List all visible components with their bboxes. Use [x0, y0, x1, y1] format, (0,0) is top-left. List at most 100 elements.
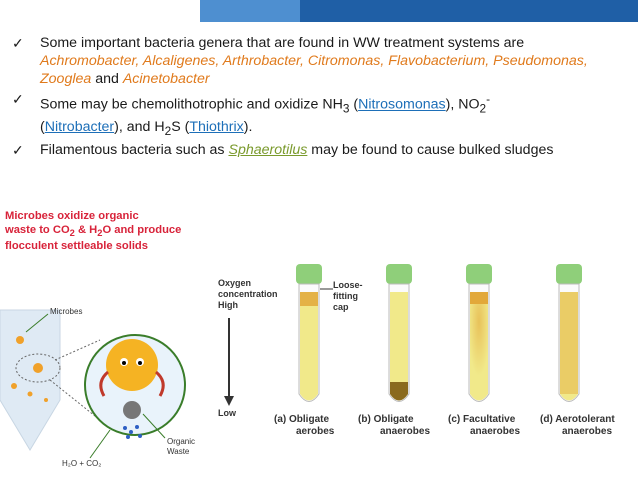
oxygen-text: Oxygen: [218, 278, 252, 288]
tube-cap: [466, 264, 492, 284]
arrow-head: [224, 396, 234, 406]
subscript: 2: [69, 227, 75, 238]
high-text: High: [218, 300, 238, 310]
subscript: 3: [342, 101, 350, 116]
bullet-3-text-a: Filamentous bacteria such as: [40, 142, 229, 159]
header-bar: [0, 0, 638, 22]
growth-band: [470, 292, 488, 304]
tube-label-line1: Aerotolerant: [555, 414, 615, 425]
cap-label: Loose- fitting cap: [333, 280, 363, 313]
caption-line-2a: waste to CO: [5, 223, 70, 236]
nitrobacter-link[interactable]: Nitrobacter: [44, 118, 115, 135]
tube-label-line2: anaerobes: [380, 426, 431, 437]
concentration-text: concentration: [218, 289, 278, 299]
low-label: Low: [218, 408, 236, 418]
caption-line-2b: & H: [74, 223, 98, 236]
checkmark-icon: ✓: [12, 142, 24, 159]
microbe-dot: [44, 398, 48, 402]
tube-c: [466, 264, 492, 402]
bullet-1: ✓ Some important bacteria genera that ar…: [8, 34, 628, 88]
test-tubes: [296, 264, 582, 402]
tube-label-line1: Obligate: [373, 414, 414, 425]
microbe-arm: [154, 370, 165, 397]
bullet-2-text-a: Some may be chemolithotrophic and oxidiz…: [40, 96, 343, 113]
bullet-2-text-b: (: [349, 96, 359, 113]
tube-a-label: (a) Obligate aerobes: [274, 414, 334, 438]
bullet-2-text-d: (: [40, 118, 45, 135]
tube-letter: (c): [448, 414, 461, 425]
products-pointer: [89, 429, 111, 459]
microbe-diagram: Microbes Organic Waste H₂O + CO₂: [0, 307, 195, 468]
tube-label-line1: Facultative: [463, 414, 516, 425]
tube-label-line2: aerobes: [296, 426, 335, 437]
bullet-2-text-f: S (: [171, 118, 190, 135]
bullet-2-text-c: ), NO: [445, 96, 480, 113]
tube-c-label: (c) Facultative anaerobes: [448, 414, 520, 438]
microbe-dot: [11, 383, 17, 389]
tube-cap: [386, 264, 412, 284]
tube-letter: (d): [540, 414, 553, 425]
tube-medium: [560, 292, 578, 401]
bullet-list: ✓ Some important bacteria genera that ar…: [8, 34, 628, 161]
header-light-segment: [200, 0, 300, 22]
fitting-text: fitting: [333, 291, 358, 301]
bullet-1-text: Some important bacteria genera that are …: [40, 35, 525, 51]
loose-text: Loose-: [333, 280, 363, 290]
bullet-2: ✓ Some may be chemolithotrophic and oxid…: [8, 90, 628, 139]
header-dark-segment: [300, 0, 638, 22]
nitrosomonas-link[interactable]: Nitrosomonas: [358, 96, 446, 113]
zoom-circle-small: [15, 353, 61, 383]
microbe-arm: [99, 370, 110, 397]
tube-a: [296, 264, 322, 402]
tube-cap: [296, 264, 322, 284]
bullet-2-text-e: ), and H: [114, 118, 165, 135]
bullet-3-text-b: may be found to cause bulked sludges: [307, 142, 554, 159]
thiothrix-link[interactable]: Thiothrix: [189, 118, 244, 135]
oxygen-label: Oxygen concentration High: [218, 278, 278, 311]
scattered-growth: [470, 304, 488, 394]
tube-b: [386, 264, 412, 402]
zoom-line: [54, 339, 101, 361]
microbe-dot: [33, 363, 43, 373]
bullet-3: ✓ Filamentous bacteria such as Sphaeroti…: [8, 141, 628, 159]
molecule-dot: [129, 430, 133, 434]
products-label: H₂O + CO₂: [62, 459, 101, 468]
growth-band: [390, 382, 408, 401]
microbes-label: Microbes: [50, 307, 82, 316]
growth-band: [300, 292, 318, 306]
tube-label-line1: Obligate: [289, 414, 330, 425]
cap-pointer: [320, 288, 333, 290]
uniform-growth: [560, 292, 578, 394]
organic-waste-particle: [123, 401, 141, 419]
microbe-dot: [16, 336, 24, 344]
tube-d: [556, 264, 582, 402]
bullet-1-genera: Achromobacter, Alcaligenes, Arthrobacter…: [40, 53, 588, 87]
tube-cap: [556, 264, 582, 284]
microbes-pointer: [25, 313, 49, 333]
bullet-1-last-genus: Acinetobacter: [122, 71, 210, 87]
organic-label: Organic: [167, 437, 195, 446]
tube-b-label: (b) Obligate anaerobes: [358, 414, 430, 438]
tank-shape: [0, 309, 61, 451]
subscript: 2: [479, 101, 487, 116]
molecule-dot: [135, 425, 139, 429]
tube-letter: (a): [274, 414, 287, 425]
organic-pointer: [142, 413, 166, 439]
microbe-cartoon-body: [106, 339, 158, 391]
tube-letter: (b): [358, 414, 371, 425]
molecule-dot: [138, 434, 142, 438]
cap-text: cap: [333, 302, 349, 312]
superscript: -: [486, 92, 491, 106]
bullet-2-text-g: ).: [243, 118, 253, 135]
tube-label-line2: anaerobes: [562, 426, 613, 437]
pupil: [122, 361, 126, 365]
sphaerotilus-link[interactable]: Sphaerotilus: [228, 142, 308, 159]
checkmark-icon: ✓: [12, 35, 24, 51]
molecule-dot: [126, 435, 130, 439]
red-caption: Microbes oxidize organic waste to CO2 & …: [5, 210, 220, 254]
zoom-line: [49, 379, 101, 421]
pupil: [138, 361, 142, 365]
tube-d-label: (d) Aerotolerant anaerobes: [540, 414, 615, 438]
caption-line-2c: O and produce: [102, 223, 182, 236]
tube-label-line2: anaerobes: [470, 426, 521, 437]
